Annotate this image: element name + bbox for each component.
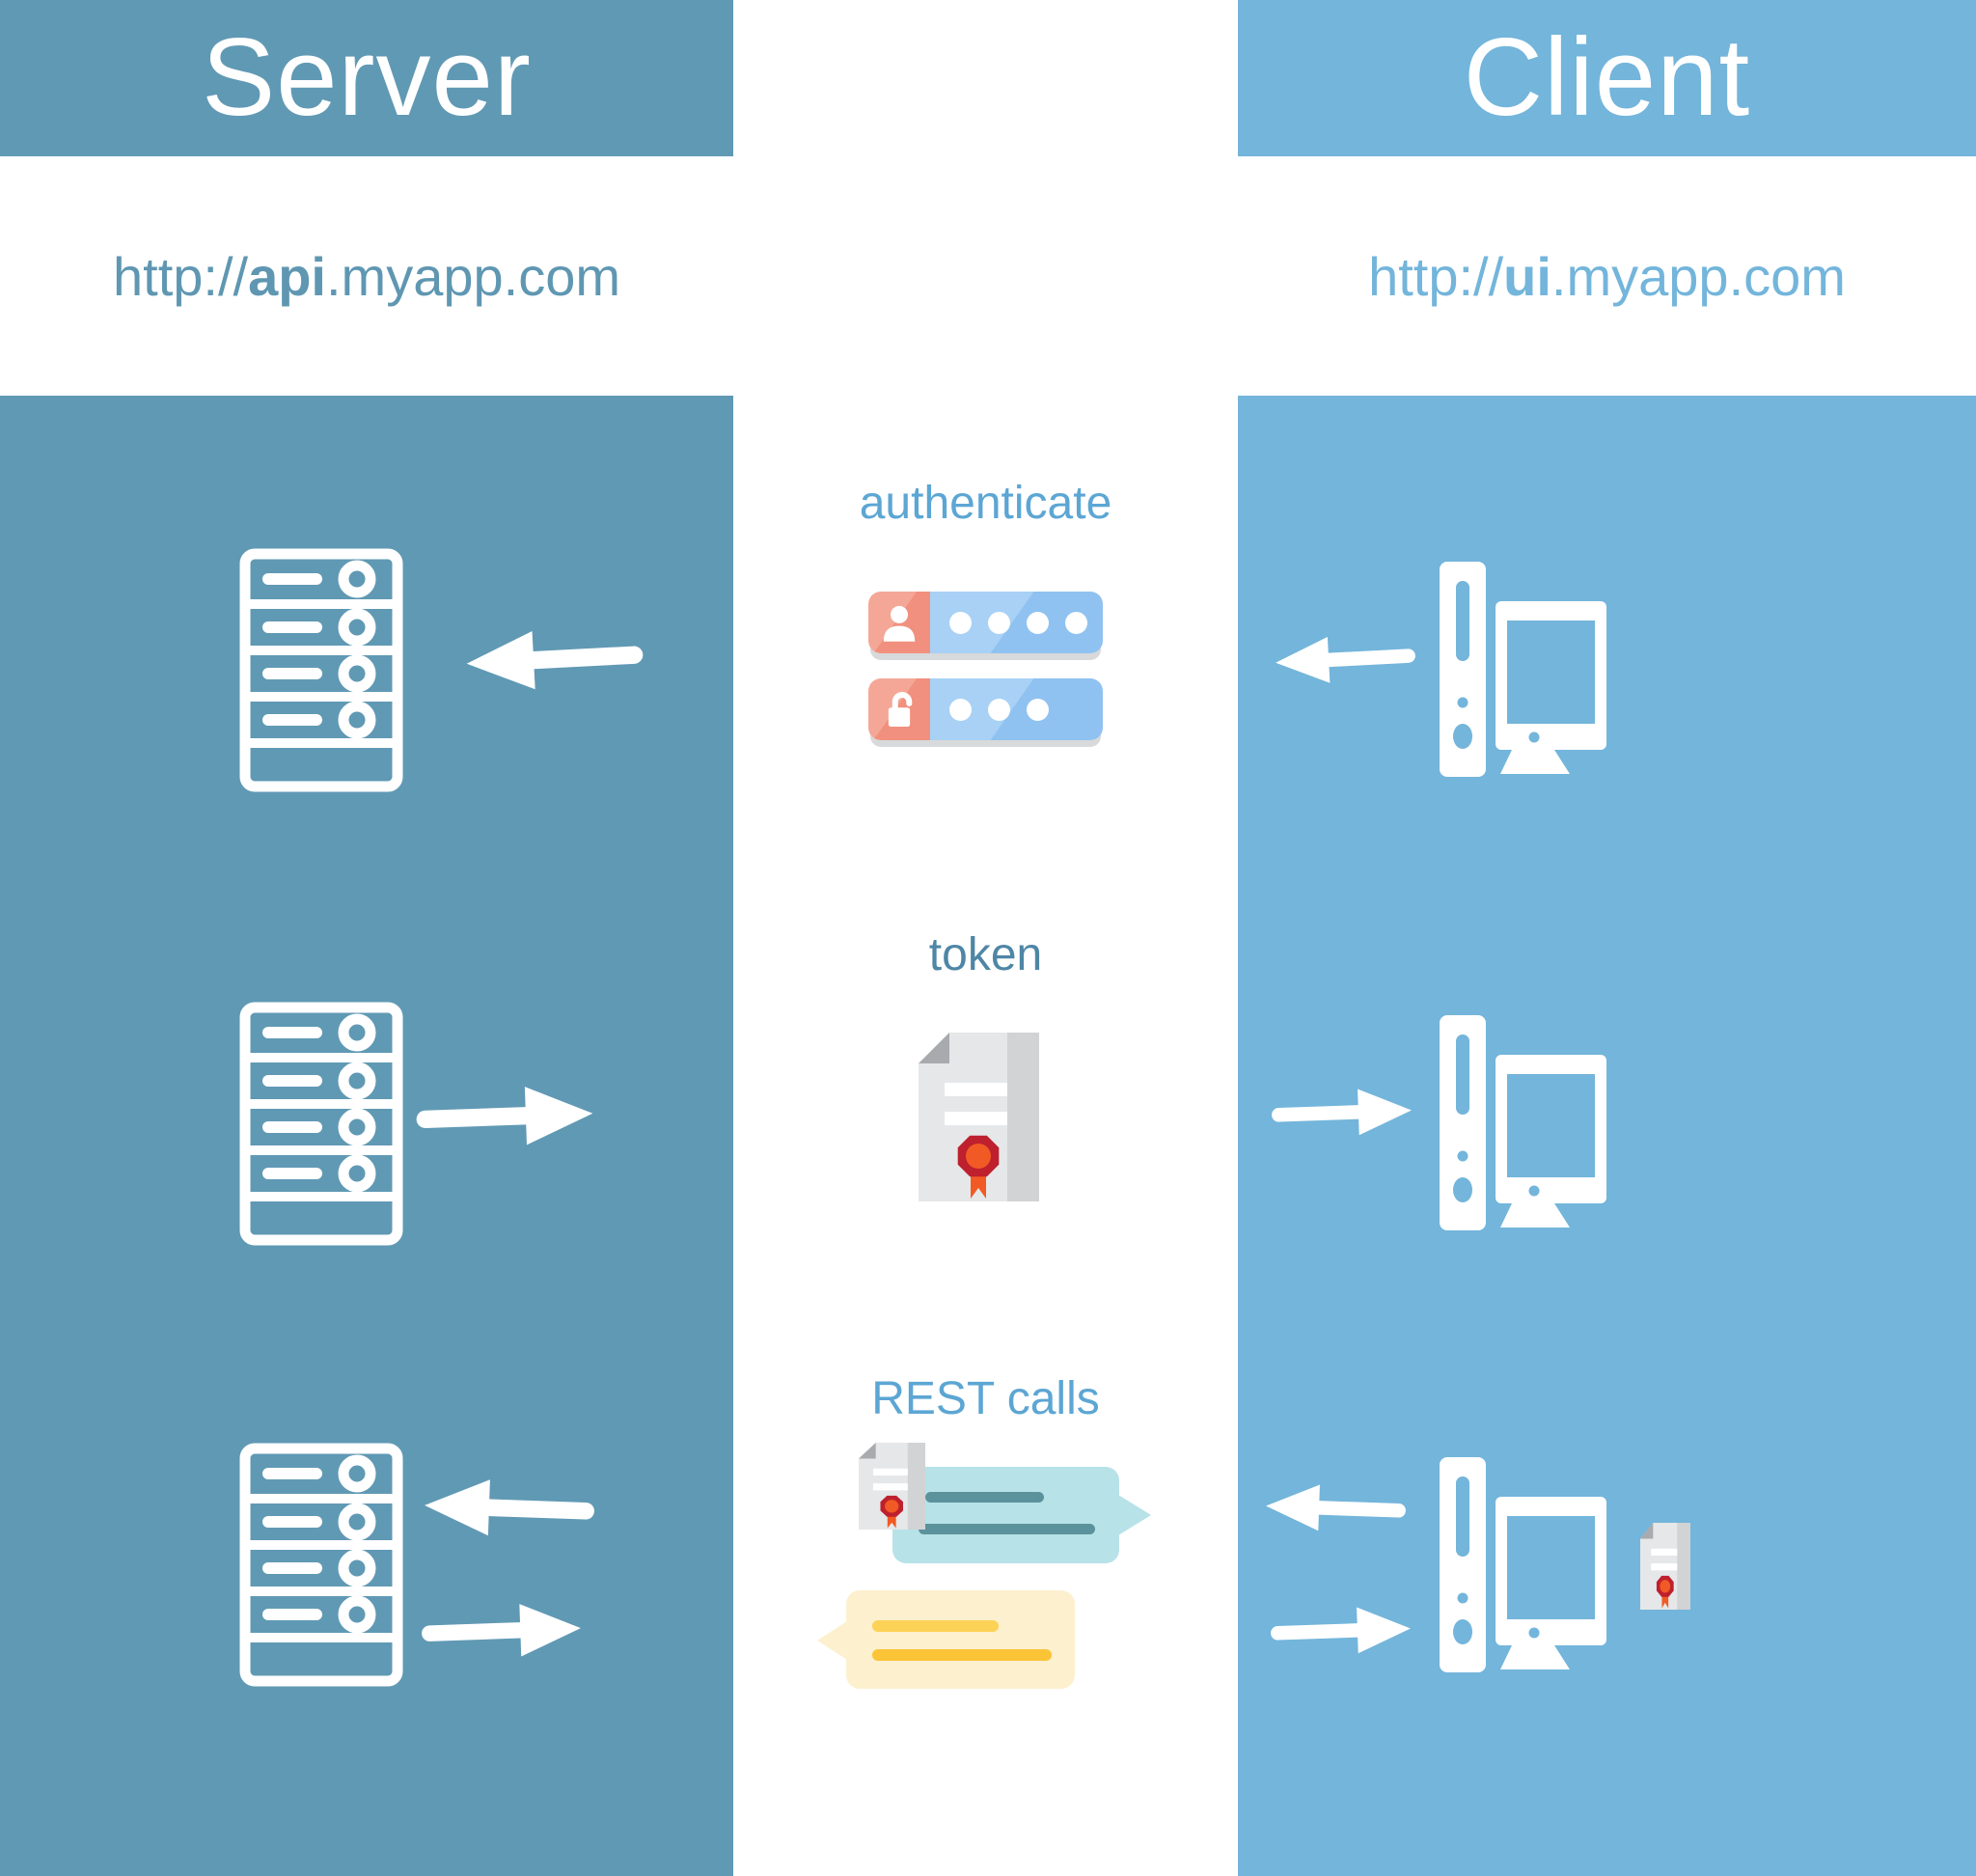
arrow-right-icon <box>1271 1083 1413 1142</box>
certificate-icon <box>919 1033 1039 1201</box>
server-url-subdomain: api <box>248 245 326 307</box>
server-panel-header: Server <box>0 0 733 156</box>
desktop-computer-icon <box>1440 1455 1608 1675</box>
arrow-left-icon <box>459 623 649 695</box>
desktop-computer-icon <box>1440 560 1608 780</box>
username-dots <box>930 592 1103 653</box>
authenticate-label: authenticate <box>859 478 1112 529</box>
password-dot <box>988 611 1010 634</box>
arrow-right-icon <box>1270 1601 1412 1660</box>
request-bubble-icon <box>892 1467 1151 1563</box>
rack-server-icon <box>239 548 403 792</box>
client-panel-header: Client <box>1238 0 1976 156</box>
token-label: token <box>928 929 1043 980</box>
arrow-right-icon <box>421 1597 582 1665</box>
arrow-left-icon <box>424 1475 595 1542</box>
text-line <box>919 1524 1095 1534</box>
client-url-subdomain: ui <box>1503 245 1551 307</box>
request-certificate-icon <box>859 1443 925 1530</box>
client-title: Client <box>1463 16 1751 139</box>
text-line <box>925 1492 1044 1503</box>
rest-calls-label: REST calls <box>871 1373 1100 1424</box>
client-url: http://ui.myapp.com <box>1238 156 1976 396</box>
desktop-computer-icon <box>1440 1013 1608 1233</box>
server-url-suffix: .myapp.com <box>326 245 620 307</box>
password-dot <box>1027 611 1049 634</box>
bubble-tip <box>817 1621 847 1660</box>
small-certificate-icon <box>1640 1523 1690 1610</box>
username-field-icon <box>868 592 1103 653</box>
arrow-left-icon <box>1265 1478 1407 1537</box>
password-dots <box>930 678 1103 740</box>
rack-server-icon <box>239 1002 403 1246</box>
password-dot <box>949 611 972 634</box>
client-url-suffix: .myapp.com <box>1551 245 1846 307</box>
password-dot <box>988 698 1010 721</box>
arrow-left-icon <box>1274 628 1417 690</box>
password-dot <box>949 698 972 721</box>
text-line <box>872 1620 999 1632</box>
password-dot <box>1065 611 1087 634</box>
server-url: http://api.myapp.com <box>0 156 733 396</box>
password-field-icon <box>868 678 1103 740</box>
response-bubble-icon <box>817 1590 1075 1689</box>
password-dot <box>1027 698 1049 721</box>
client-url-prefix: http:// <box>1368 245 1504 307</box>
user-icon <box>868 592 930 653</box>
rack-server-icon <box>239 1443 403 1687</box>
server-url-prefix: http:// <box>112 245 249 307</box>
unlock-icon <box>868 678 930 740</box>
bubble-tip <box>1118 1495 1151 1535</box>
text-line <box>872 1649 1052 1661</box>
server-title: Server <box>202 16 532 139</box>
arrow-right-icon <box>412 1083 597 1151</box>
